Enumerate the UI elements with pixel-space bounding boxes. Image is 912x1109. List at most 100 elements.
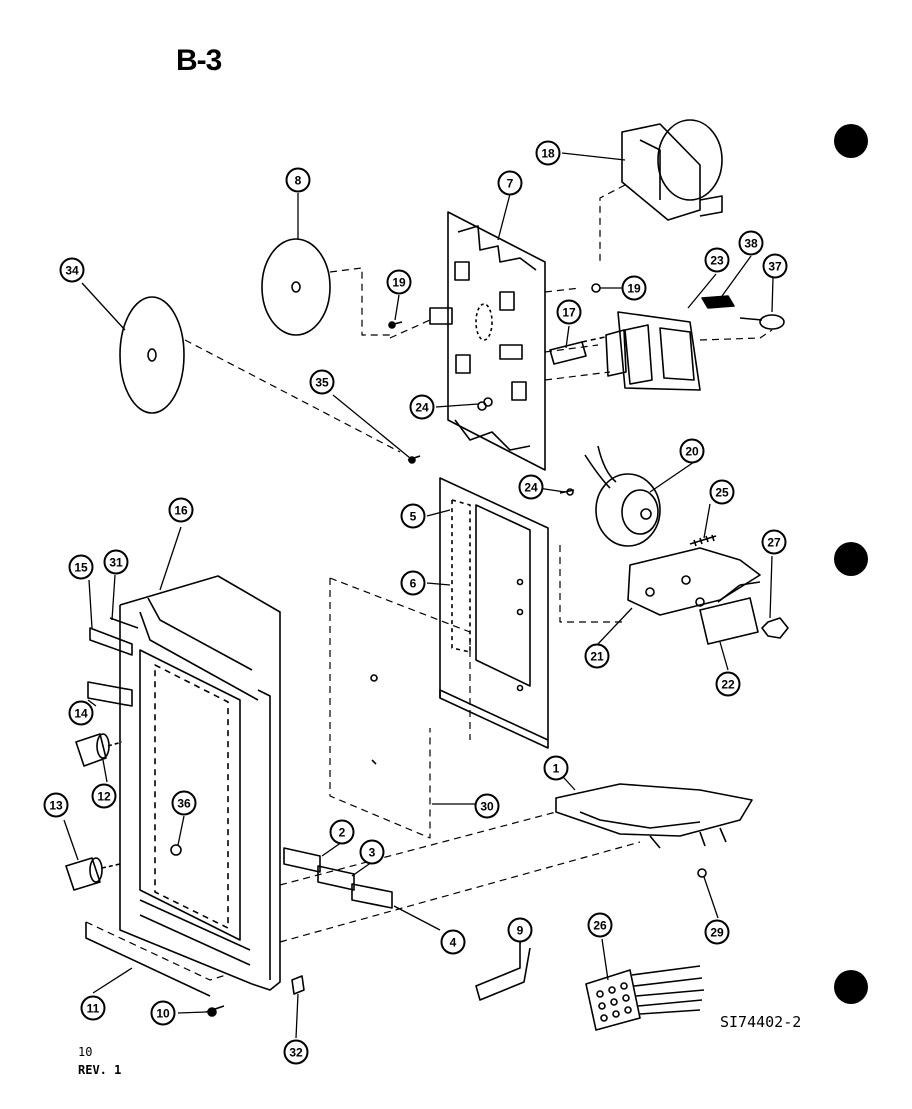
callout-21: 21: [584, 643, 610, 669]
callout-number: 26: [593, 919, 607, 933]
callout-24: 24: [518, 474, 544, 500]
callout-13: 13: [43, 792, 69, 818]
callout-circle: [283, 1039, 309, 1065]
bracket-plate-part-21: [559, 545, 761, 623]
callout-16: 16: [168, 497, 194, 523]
callout-circle: [329, 819, 355, 845]
callout-19: 19: [621, 275, 647, 301]
frame-part-5-6: [439, 477, 549, 749]
callout-19: 19: [386, 269, 412, 295]
callout-circle: [400, 503, 426, 529]
diagram-title: B-3: [176, 44, 222, 77]
callout-38: 38: [738, 230, 764, 256]
callout-number: 24: [524, 481, 538, 495]
assembly-line-bottom: [279, 841, 641, 943]
callout-circle: [556, 299, 582, 325]
callout-circle: [68, 700, 94, 726]
callout-11: 11: [80, 995, 106, 1021]
connector-part-26: [585, 965, 705, 1031]
callout-number: 17: [562, 306, 576, 320]
callout-number: 1: [553, 762, 560, 776]
shaft-part-17: [549, 336, 606, 365]
callout-circle: [679, 438, 705, 464]
callout-number: 14: [74, 707, 88, 721]
screw-part-10: [205, 1005, 225, 1017]
punch-hole-top: [834, 124, 868, 158]
nut-part-27: [761, 617, 789, 639]
callout-25: 25: [709, 479, 735, 505]
callout-1: 1: [543, 755, 569, 781]
callout-number: 15: [74, 561, 88, 575]
callout-20: 20: [679, 438, 705, 464]
callout-number: 8: [295, 174, 302, 188]
callout-number: 25: [715, 486, 729, 500]
callout-circle: [761, 529, 787, 555]
callout-number: 10: [156, 1007, 170, 1021]
callout-number: 5: [410, 510, 417, 524]
callout-circle: [91, 783, 117, 809]
callout-number: 4: [450, 936, 457, 950]
callout-circle: [285, 167, 311, 193]
clip-part-32: [291, 975, 305, 995]
callout-4: 4: [440, 929, 466, 955]
callout-24: 24: [409, 394, 435, 420]
callout-number: 6: [410, 577, 417, 591]
callout-7: 7: [497, 170, 523, 196]
callout-circle: [738, 230, 764, 256]
callout-leaders: [63, 152, 774, 1039]
screw-part-19-right: [591, 283, 601, 293]
callout-circle: [543, 755, 569, 781]
callout-circle: [440, 929, 466, 955]
callout-18: 18: [535, 140, 561, 166]
hex-key-part-9: [475, 936, 531, 1001]
callout-circle: [150, 1000, 176, 1026]
callout-circle: [168, 497, 194, 523]
callout-number: 16: [174, 504, 188, 518]
callout-2: 2: [329, 819, 355, 845]
callout-8: 8: [285, 167, 311, 193]
callout-29: 29: [704, 919, 730, 945]
callout-number: 27: [767, 536, 781, 550]
callout-9: 9: [507, 917, 533, 943]
callout-number: 18: [541, 147, 555, 161]
callout-circle: [497, 170, 523, 196]
callout-37: 37: [762, 253, 788, 279]
callout-circle: [400, 570, 426, 596]
callout-circle: [507, 917, 533, 943]
screw-part-25: [689, 534, 717, 547]
switch-block-part-23: [605, 311, 773, 391]
callout-circle: [103, 549, 129, 575]
screw-part-24-upper: [477, 401, 487, 411]
callout-6: 6: [400, 570, 426, 596]
callout-circle: [709, 479, 735, 505]
callout-number: 31: [109, 556, 123, 570]
drawing-code: SI74402-2: [720, 1013, 802, 1031]
callout-12: 12: [91, 783, 117, 809]
callout-number: 32: [289, 1046, 303, 1060]
callout-number: 12: [97, 790, 111, 804]
callout-circle: [535, 140, 561, 166]
grommet-part-36: [170, 844, 182, 856]
page-ref: 10: [78, 1045, 93, 1059]
callout-number: 19: [392, 276, 406, 290]
timer-motor-part-18: [599, 119, 723, 262]
callout-circle: [409, 394, 435, 420]
callout-26: 26: [587, 912, 613, 938]
callout-17: 17: [556, 299, 582, 325]
screw-part-24-lower: [559, 488, 575, 496]
disc-part-8: [261, 238, 390, 336]
callout-number: 24: [415, 401, 429, 415]
rail-part-31: [109, 617, 139, 629]
callout-number: 38: [744, 237, 758, 251]
small-part-38: [701, 295, 735, 309]
callout-31: 31: [103, 549, 129, 575]
callout-14: 14: [68, 700, 94, 726]
bottom-plate-part-11: [85, 921, 227, 997]
assembly-line-lower: [279, 811, 557, 886]
callout-circle: [518, 474, 544, 500]
callout-number: 7: [507, 177, 514, 191]
callout-number: 20: [685, 445, 699, 459]
block-part-4: [351, 883, 393, 909]
